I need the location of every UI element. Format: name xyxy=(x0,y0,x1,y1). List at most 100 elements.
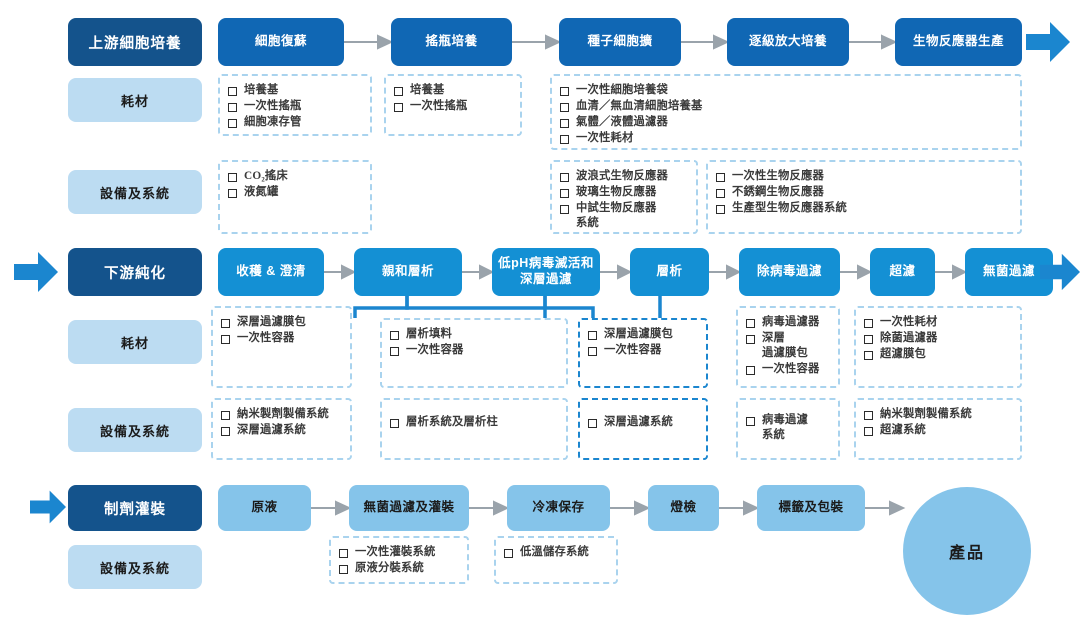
checkbox-icon xyxy=(390,419,399,428)
checkbox-icon xyxy=(390,347,399,357)
detail-up-cons-1: 培養基 一次性搖瓶 細胞凍存管 xyxy=(218,74,372,136)
step-up-4[interactable]: 逐級放大培養 xyxy=(727,18,849,66)
list-item: 病毒過濾器 xyxy=(746,315,832,330)
row-label-down-equipment: 設備及系統 xyxy=(68,408,202,452)
checkbox-icon xyxy=(228,87,237,96)
checkbox-icon xyxy=(504,549,513,558)
list-item: 原液分裝系統 xyxy=(339,561,461,576)
list-item: 一次性耗材 xyxy=(560,131,1014,146)
list-item: 中試生物反應器 系統 xyxy=(560,201,690,231)
list-item: 納米製劑製備系統 xyxy=(864,407,1014,422)
detail-dn-cons-3: 深層過濾膜包 一次性容器 xyxy=(578,318,708,388)
step-fl-1[interactable]: 原液 xyxy=(218,485,311,531)
list-item: 一次性容器 xyxy=(746,362,832,377)
checkbox-icon xyxy=(394,103,403,113)
section-title-upstream: 上游細胞培養 xyxy=(68,18,202,66)
list-item: 低溫儲存系統 xyxy=(504,545,610,560)
checkbox-icon xyxy=(864,351,873,361)
list-item: 一次性容器 xyxy=(588,343,700,358)
checkbox-icon xyxy=(716,173,725,182)
list-item: 一次性搖瓶 xyxy=(228,99,364,114)
step-fl-3[interactable]: 冷凍保存 xyxy=(507,485,610,531)
checkbox-icon xyxy=(560,173,569,182)
step-dn-5[interactable]: 除病毒過濾 xyxy=(739,248,840,296)
detail-up-eq-3: 一次性生物反應器 不銹鋼生物反應器 生產型生物反應器系統 xyxy=(706,160,1022,234)
list-item: 深層過濾膜包 xyxy=(588,327,700,342)
checkbox-icon xyxy=(228,189,237,199)
checkbox-icon xyxy=(746,319,755,328)
list-item: 一次性生物反應器 xyxy=(716,169,1014,184)
checkbox-icon xyxy=(746,366,755,376)
checkbox-icon xyxy=(228,173,237,182)
checkbox-icon xyxy=(746,417,755,426)
checkbox-icon xyxy=(339,549,348,558)
checkbox-icon xyxy=(221,411,230,420)
flow-arrow-formulation-in xyxy=(30,490,66,524)
detail-dn-eq-1: 納米製劑製備系統 深層過濾系統 xyxy=(211,398,352,460)
list-item: 深層過濾系統 xyxy=(221,423,344,438)
list-item: 除菌過濾器 xyxy=(864,331,1014,346)
list-item: 培養基 xyxy=(394,83,514,98)
step-fl-2[interactable]: 無菌過濾及灌裝 xyxy=(349,485,469,531)
list-item: 液氮罐 xyxy=(228,185,364,200)
checkbox-icon xyxy=(228,119,237,129)
list-item: CO₂搖床 xyxy=(228,169,364,184)
checkbox-icon xyxy=(394,87,403,96)
list-item: 深層過濾膜包 xyxy=(221,315,344,330)
detail-dn-eq-2: 層析系統及層析柱 xyxy=(380,398,568,460)
checkbox-icon xyxy=(390,331,399,340)
checkbox-icon xyxy=(560,135,569,145)
checkbox-icon xyxy=(864,319,873,328)
checkbox-icon xyxy=(560,103,569,113)
list-item: 一次性容器 xyxy=(390,343,560,358)
step-up-2[interactable]: 搖瓶培養 xyxy=(391,18,512,66)
row-label-fill-equipment: 設備及系統 xyxy=(68,545,202,589)
checkbox-icon xyxy=(864,335,873,345)
list-item: 不銹鋼生物反應器 xyxy=(716,185,1014,200)
list-item: 一次性細胞培養袋 xyxy=(560,83,1014,98)
list-item: 納米製劑製備系統 xyxy=(221,407,344,422)
list-item: 培養基 xyxy=(228,83,364,98)
step-dn-2[interactable]: 親和層析 xyxy=(354,248,462,296)
row-label-down-consumables: 耗材 xyxy=(68,320,202,364)
step-dn-6[interactable]: 超濾 xyxy=(870,248,935,296)
list-item: 一次性容器 xyxy=(221,331,344,346)
checkbox-icon xyxy=(588,419,597,428)
step-up-3[interactable]: 種子細胞擴 xyxy=(559,18,681,66)
detail-dn-cons-1: 深層過濾膜包 一次性容器 xyxy=(211,306,352,388)
step-fl-5[interactable]: 標籤及包裝 xyxy=(757,485,865,531)
step-dn-4[interactable]: 層析 xyxy=(630,248,709,296)
section-title-downstream: 下游純化 xyxy=(68,248,202,296)
step-fl-4[interactable]: 燈檢 xyxy=(648,485,719,531)
detail-up-cons-3: 一次性細胞培養袋 血清／無血清細胞培養基 氣體／液體過濾器 一次性耗材 xyxy=(550,74,1022,150)
detail-dn-cons-5: 一次性耗材 除菌過濾器 超濾膜包 xyxy=(854,306,1022,388)
list-item: 層析系統及層析柱 xyxy=(390,415,560,430)
checkbox-icon xyxy=(864,427,873,437)
step-dn-7[interactable]: 無菌過濾 xyxy=(965,248,1053,296)
step-up-1[interactable]: 細胞復蘇 xyxy=(218,18,344,66)
list-item: 超濾系統 xyxy=(864,423,1014,438)
detail-dn-eq-3: 深層過濾系統 xyxy=(578,398,708,460)
checkbox-icon xyxy=(560,189,569,199)
detail-fl-eq-2: 低溫儲存系統 xyxy=(494,536,618,584)
checkbox-icon xyxy=(864,411,873,420)
list-item: 深層 過濾膜包 xyxy=(746,331,832,361)
checkbox-icon xyxy=(221,319,230,328)
step-up-5[interactable]: 生物反應器生產 xyxy=(895,18,1022,66)
list-item: 超濾膜包 xyxy=(864,347,1014,362)
step-dn-3[interactable]: 低pH病毒滅活和 深層過濾 xyxy=(492,248,600,296)
row-label-up-equipment: 設備及系統 xyxy=(68,170,202,214)
checkbox-icon xyxy=(228,103,237,113)
step-dn-1[interactable]: 收穫 & 澄清 xyxy=(218,248,324,296)
list-item: 一次性搖瓶 xyxy=(394,99,514,114)
detail-dn-eq-4: 病毒過濾 系統 xyxy=(736,398,840,460)
detail-up-eq-1: CO₂搖床 液氮罐 xyxy=(218,160,372,234)
checkbox-icon xyxy=(339,565,348,575)
detail-fl-eq-1: 一次性灌裝系統 原液分裝系統 xyxy=(329,536,469,584)
section-title-formulation: 制劑灌裝 xyxy=(68,485,202,531)
checkbox-icon xyxy=(560,87,569,96)
list-item: 玻璃生物反應器 xyxy=(560,185,690,200)
row-label-up-consumables: 耗材 xyxy=(68,78,202,122)
list-item: 波浪式生物反應器 xyxy=(560,169,690,184)
